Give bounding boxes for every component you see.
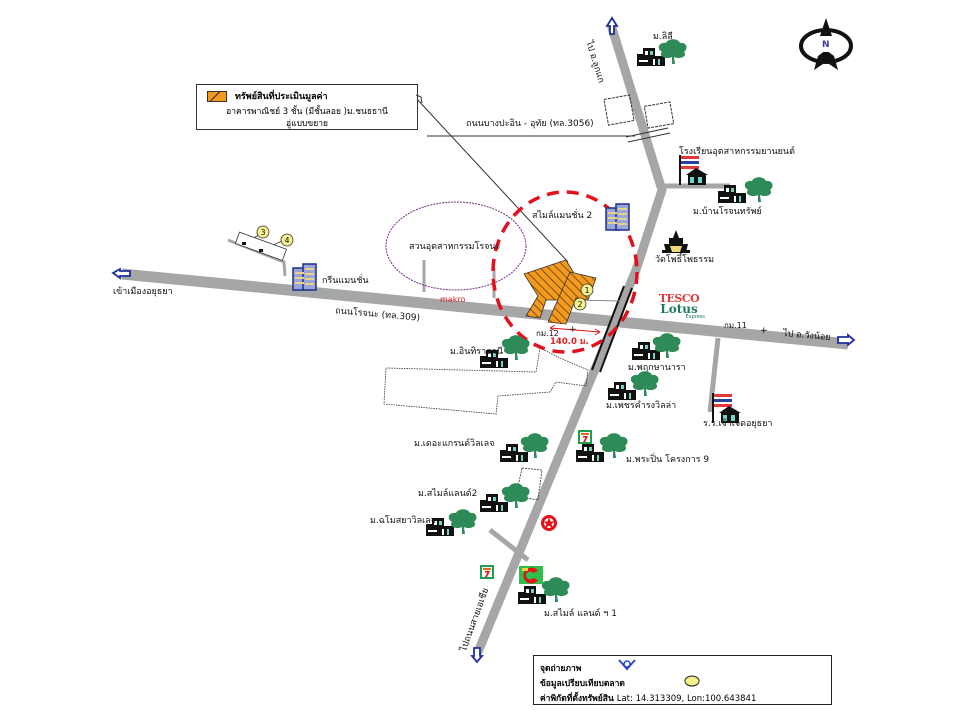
compass-letter: N — [822, 40, 830, 50]
lotus-text: Lotus — [660, 301, 698, 316]
village-icon-grand — [500, 433, 549, 462]
label-bangpahan-road: ถนนบางปะอิน - อุทัย (ทล.3056) — [466, 119, 594, 129]
radius-circle — [491, 190, 639, 354]
svg-text:3: 3 — [261, 228, 266, 237]
svg-text:2: 2 — [578, 300, 583, 309]
label-petch: ม.เพชรคำรงวิลล่า — [606, 401, 677, 411]
label-km-12: กม.12 — [536, 329, 559, 338]
village-icon-petch — [608, 371, 659, 400]
distance-indicator: + + — [549, 324, 768, 336]
road-branch-school — [707, 337, 721, 413]
comparison-data-label: ข้อมูลเปรียบเทียบตลาด — [540, 679, 625, 689]
road-end-arrow-east — [837, 333, 856, 347]
legend-title: ทรัพย์สินที่ประเมินมูลค่า — [235, 92, 328, 102]
road-north-south — [473, 23, 667, 657]
label-inthira: ม.อินทิราธานี — [450, 347, 503, 357]
legend-pointer — [416, 94, 423, 104]
road-3056-crossing — [427, 94, 675, 143]
svg-text:+: + — [569, 325, 577, 335]
seven-eleven-icon-1 — [578, 430, 592, 444]
label-ban-rojana: ม.บ้านโรจนทรัพย์ — [693, 207, 762, 217]
coords-value: Lat: 14.313309, Lon:100.643841 — [616, 694, 757, 704]
label-to-ayutthaya: เข้าเมืองอยุธยา — [113, 287, 173, 297]
label-industrial-park: สวนอุตสาหกรรมโรจนะ — [409, 242, 501, 252]
road-rojana-309 — [121, 268, 849, 350]
tesco-text: TESCO — [658, 292, 700, 305]
north-arrow-compass: N — [796, 16, 856, 72]
svg-text:+: + — [760, 326, 768, 336]
road-branch-west-south — [488, 528, 530, 562]
comparison-marker-icon — [684, 675, 700, 687]
label-school-chao: ร.ร.เจ้าเจ็ดอยุธยา — [703, 419, 773, 429]
legend-line-3: อู่แบบขยาย — [286, 119, 328, 129]
label-lili: ม.ลิลี — [653, 32, 673, 42]
land-parcel-outline — [383, 347, 589, 415]
industrial-park-circle — [385, 201, 527, 291]
label-prapin: ม.พระปิ่น โครงการ 9 — [626, 455, 710, 465]
shell-station-icon — [519, 566, 543, 584]
label-km-11: กม.11 — [724, 321, 747, 330]
legend-leader-line — [415, 97, 569, 263]
label-condo2: สไมล์แมนชั่น 2 — [532, 211, 593, 221]
seven-eleven-icon-2 — [480, 565, 494, 579]
label-green-mansion: กรีนแมนชั่น — [322, 276, 369, 286]
photo-point-label: จุดถ่ายภาพ — [540, 664, 582, 674]
village-icon-lili — [637, 39, 687, 66]
comparison-marker-2[interactable]: 2 — [573, 297, 587, 311]
subject-swatch-icon — [207, 90, 227, 102]
label-pruksa: ม.พฤกษานารา — [628, 363, 686, 373]
subject-legend: ทรัพย์สินที่ประเมินมูลค่า อาคารพาณิชย์ 3… — [196, 84, 418, 130]
label-chaiya: ม.ฉโมสยาวิลเลจ — [370, 516, 436, 526]
photo-point-icon — [618, 659, 636, 671]
label-school-industrial: โรงเรียนอุตสาหกรรมยานยนต์ — [679, 147, 795, 157]
road-end-arrow-north — [605, 16, 619, 35]
village-icon-ban-rojana — [718, 177, 773, 203]
label-smile-land-2: ม.สไมล์แลนด์2 — [418, 489, 478, 499]
label-smile-land-1: ม.สไมล์ แลนด์ ฯ 1 — [544, 609, 617, 619]
label-makro: makro — [440, 295, 466, 304]
label-distance: 140.0 ม. — [550, 337, 589, 347]
label-grand-village: ม.เดอะแกรนด์วิลเลจ — [414, 439, 495, 449]
express-text: Express — [685, 313, 705, 320]
compass-icon — [799, 18, 853, 70]
school-icon-industrial — [679, 154, 709, 186]
comparison-plot-34 — [234, 231, 287, 262]
village-icon-pruksa — [632, 333, 681, 360]
coords-label: ค่าพิกัดที่ตั้งทรัพย์สิน — [540, 694, 614, 704]
road-end-arrow-west — [111, 267, 131, 280]
label-wat: วัดโพธิ์โพธรรม — [655, 255, 715, 265]
gas-station-icon — [541, 515, 557, 531]
temple-icon — [662, 230, 690, 253]
road-end-arrow-south — [470, 647, 484, 664]
tesco-lotus-logo: TESCO Lotus Express — [653, 292, 705, 320]
svg-text:1: 1 — [585, 286, 590, 295]
condo-icon-green-mansion — [292, 263, 317, 291]
village-icon-smile2 — [480, 483, 530, 512]
comparison-marker-1[interactable]: 1 — [580, 283, 594, 297]
legend-line-2: อาคารพาณิชย์ 3 ชั้น (มีชั้นลอย )ม.ชนธธาน… — [226, 107, 388, 117]
svg-text:4: 4 — [285, 236, 290, 245]
map-info-legend: จุดถ่ายภาพ ข้อมูลเปรียบเทียบตลาด ค่าพิกั… — [533, 655, 832, 705]
condo-icon-smile2 — [605, 203, 630, 231]
